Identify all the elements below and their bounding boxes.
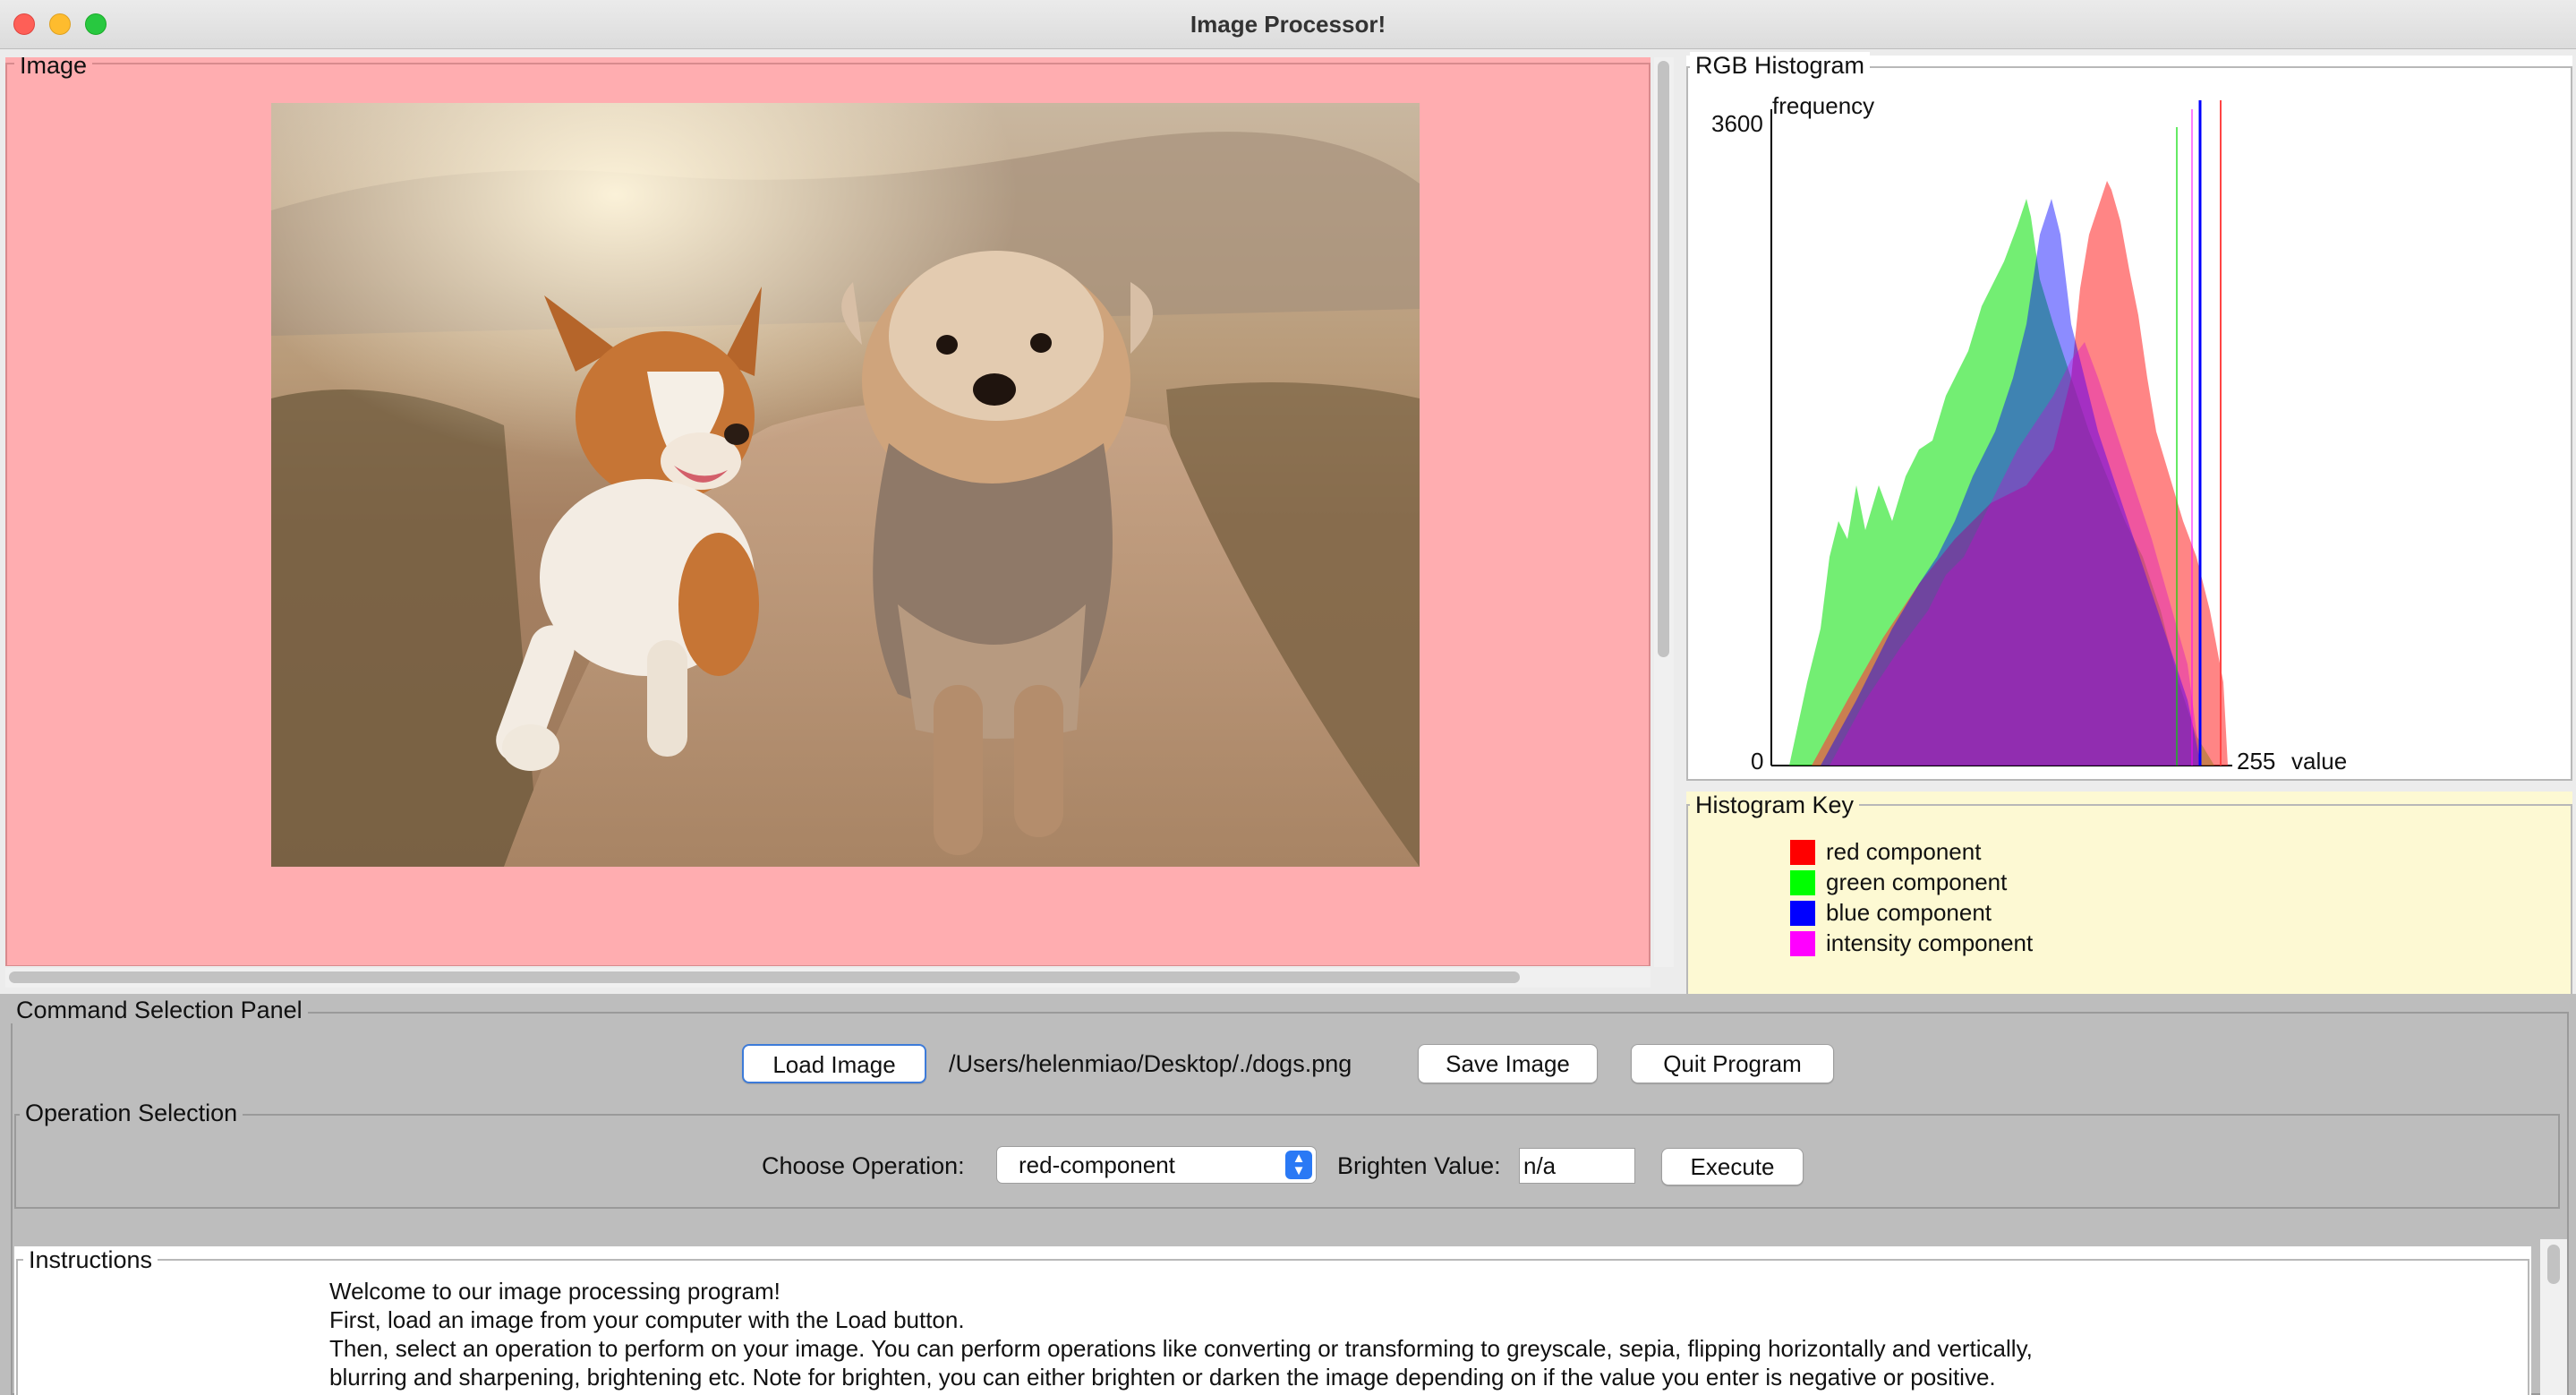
histogram-chart — [1770, 100, 2232, 766]
instructions-panel: Instructions Welcome to our image proces… — [14, 1246, 2531, 1395]
histogram-x-max-label: 255 — [2237, 748, 2276, 775]
instruction-line: Welcome to our image processing program! — [329, 1278, 780, 1305]
execute-button[interactable]: Execute — [1661, 1148, 1804, 1185]
histogram-border — [1686, 66, 2572, 781]
intensity-series-area — [1830, 342, 2201, 766]
minimize-window-button[interactable] — [49, 13, 71, 35]
histogram-key-panel: Histogram Key red component green compon… — [1686, 792, 2572, 996]
instructions-scrollbar[interactable] — [2540, 1239, 2567, 1395]
quit-program-button[interactable]: Quit Program — [1631, 1044, 1834, 1083]
blue-series-area — [1821, 199, 2201, 766]
choose-operation-label: Choose Operation: — [762, 1152, 965, 1179]
instructions-scroll-thumb[interactable] — [2547, 1245, 2560, 1284]
instructions-title: Instructions — [23, 1246, 158, 1273]
histogram-y-min-label: 0 — [1751, 748, 1764, 775]
green-swatch — [1790, 870, 1815, 895]
title-bar: Image Processor! — [0, 0, 2576, 49]
window-title: Image Processor! — [1190, 11, 1386, 38]
operation-panel-title: Operation Selection — [20, 1100, 243, 1126]
image-vertical-scrollbar[interactable] — [1654, 57, 1674, 967]
instruction-line: First, load an image from your computer … — [329, 1306, 965, 1333]
key-item-red: red component — [1826, 838, 1982, 865]
operation-panel-border — [14, 1114, 2560, 1209]
histogram-x-axis-label: value — [2291, 748, 2348, 775]
zoom-window-button[interactable] — [85, 13, 107, 35]
red-swatch — [1790, 840, 1815, 865]
select-chevrons-icon: ▲▼ — [1285, 1151, 1312, 1179]
blue-swatch — [1790, 901, 1815, 926]
key-item-green: green component — [1826, 869, 2008, 895]
key-item-blue: blue component — [1826, 899, 1992, 926]
histogram-key-border — [1686, 804, 2572, 996]
file-path-label: /Users/helenmiao/Desktop/./dogs.png — [949, 1050, 1352, 1077]
red-series-area — [1812, 181, 2228, 766]
histogram-panel: RGB Histogram 3600 frequency 0 255 value — [1686, 52, 2572, 781]
histogram-title: RGB Histogram — [1690, 52, 1871, 79]
histogram-key-title: Histogram Key — [1690, 792, 1860, 818]
operation-select-value: red-component — [1019, 1151, 1175, 1178]
operation-select[interactable]: red-component ▲▼ — [996, 1146, 1317, 1184]
brighten-value-input[interactable]: n/a — [1519, 1148, 1635, 1184]
dogs-photo — [271, 103, 1420, 867]
image-viewport: Image — [5, 57, 1651, 966]
save-image-button[interactable]: Save Image — [1418, 1044, 1598, 1083]
load-image-button[interactable]: Load Image — [742, 1044, 926, 1083]
instruction-line: Then, select an operation to perform on … — [329, 1335, 2033, 1362]
key-item-intensity: intensity component — [1826, 929, 2034, 956]
close-window-button[interactable] — [13, 13, 35, 35]
command-panel-title: Command Selection Panel — [11, 997, 308, 1023]
intensity-swatch — [1790, 931, 1815, 956]
image-panel-border — [5, 63, 1651, 966]
instruction-line: blurring and sharpening, brightening etc… — [329, 1364, 1996, 1391]
brighten-value-label: Brighten Value: — [1337, 1152, 1501, 1179]
horizontal-scroll-thumb[interactable] — [9, 971, 1520, 983]
image-horizontal-scrollbar[interactable] — [5, 968, 1651, 988]
instructions-border — [16, 1259, 2529, 1395]
image-panel-label: Image — [14, 57, 93, 79]
vertical-scroll-thumb[interactable] — [1658, 61, 1669, 657]
histogram-y-axis-label: frequency — [1772, 92, 1875, 119]
histogram-y-max-label: 3600 — [1711, 110, 1763, 137]
